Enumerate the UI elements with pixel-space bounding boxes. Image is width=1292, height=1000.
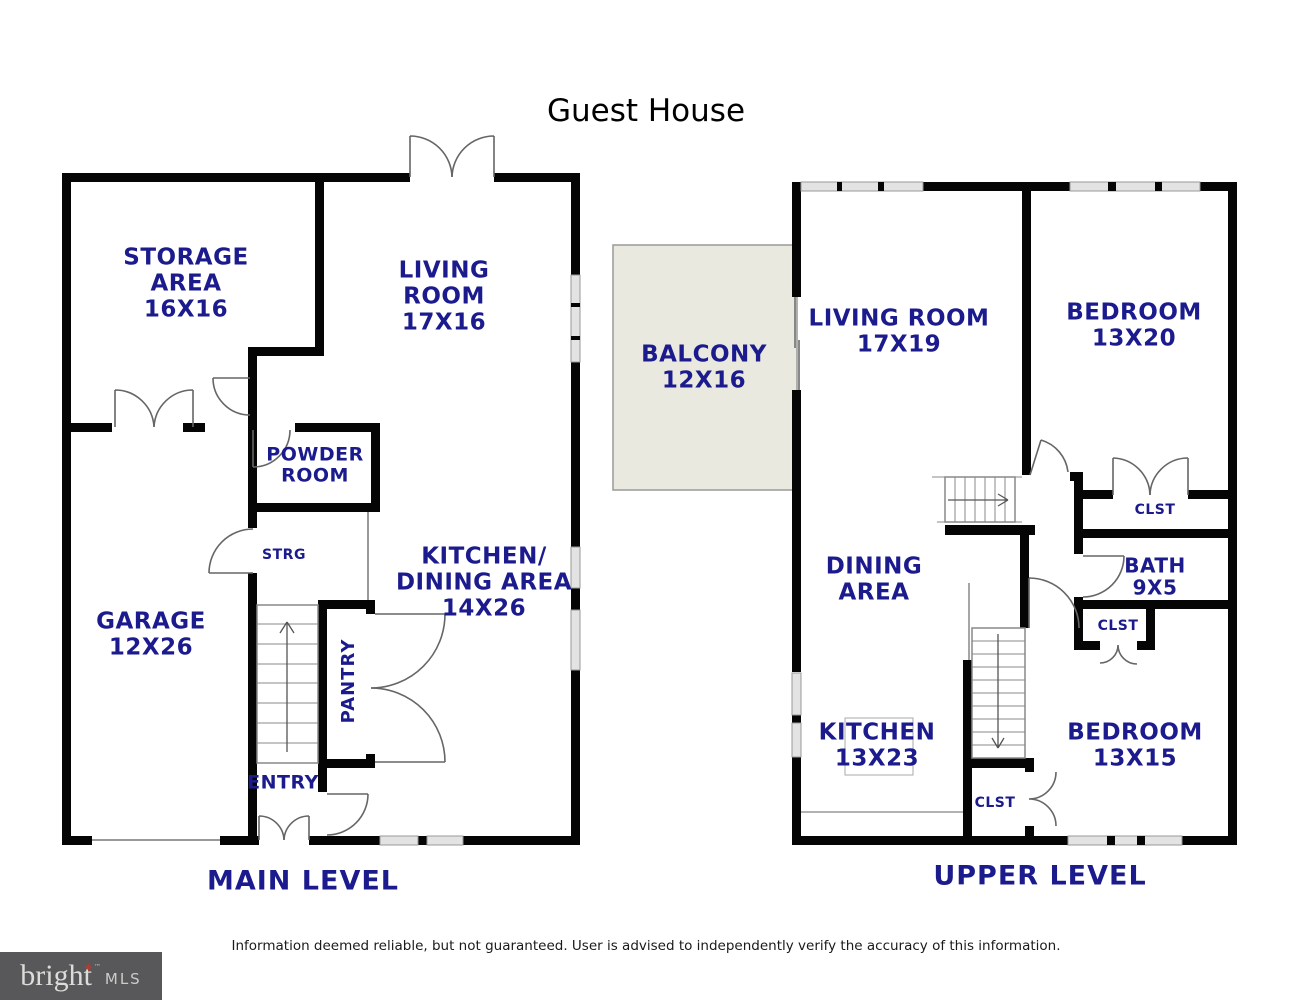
main-level-walls	[62, 173, 580, 845]
balcony-deck	[612, 244, 798, 491]
room-label-kitchen-upper: KITCHEN 13X23	[818, 719, 936, 771]
upper-stairs	[932, 476, 1026, 759]
main-level-doors	[114, 135, 495, 841]
room-label-entry: ENTRY	[247, 771, 319, 794]
room-label-bath: BATH 9X5	[1124, 553, 1186, 600]
room-label-dining-area: DINING AREA	[825, 553, 923, 605]
room-label-storage-area: STORAGE AREA 16X16	[123, 244, 249, 322]
room-label-clst-bottom: CLST	[974, 795, 1016, 812]
logo-mls-text: MLS	[104, 970, 142, 988]
caption-upper-level: UPPER LEVEL	[933, 860, 1147, 892]
main-stairs	[256, 512, 369, 764]
room-label-clst-top: CLST	[1134, 502, 1176, 519]
room-label-powder-room: POWDER ROOM	[266, 443, 364, 487]
logo-brand-text: bright	[20, 959, 92, 992]
room-label-bedroom-13x15: BEDROOM 13X15	[1067, 719, 1203, 771]
room-label-kitchen-dining: KITCHEN/ DINING AREA 14X26	[395, 543, 573, 621]
upper-level-walls	[792, 182, 1237, 845]
room-label-garage: GARAGE 12X26	[96, 608, 206, 660]
upper-level-windows	[791, 181, 1201, 846]
disclaimer-text: Information deemed reliable, but not gua…	[231, 938, 1061, 954]
room-label-balcony: BALCONY 12X16	[641, 341, 767, 393]
room-label-bedroom-13x20: BEDROOM 13X20	[1066, 299, 1202, 351]
room-label-strg: STRG	[262, 547, 306, 564]
star-icon: ✦	[82, 960, 94, 976]
page-title: Guest House	[546, 93, 746, 129]
room-label-clst-middle: CLST	[1097, 618, 1139, 635]
room-label-living-room-main: LIVING ROOM 17X16	[398, 257, 490, 335]
room-label-pantry: PANTRY	[337, 638, 359, 724]
room-label-living-room-upper: LIVING ROOM 17X19	[808, 305, 990, 357]
upper-kitchen-fixtures	[801, 717, 963, 813]
caption-main-level: MAIN LEVEL	[207, 865, 399, 897]
trademark-symbol: ™	[93, 963, 101, 971]
brightmls-logo: bright ✦ ™ MLS	[0, 952, 162, 1000]
main-level-windows	[92, 274, 581, 846]
upper-level-doors	[1028, 439, 1189, 827]
